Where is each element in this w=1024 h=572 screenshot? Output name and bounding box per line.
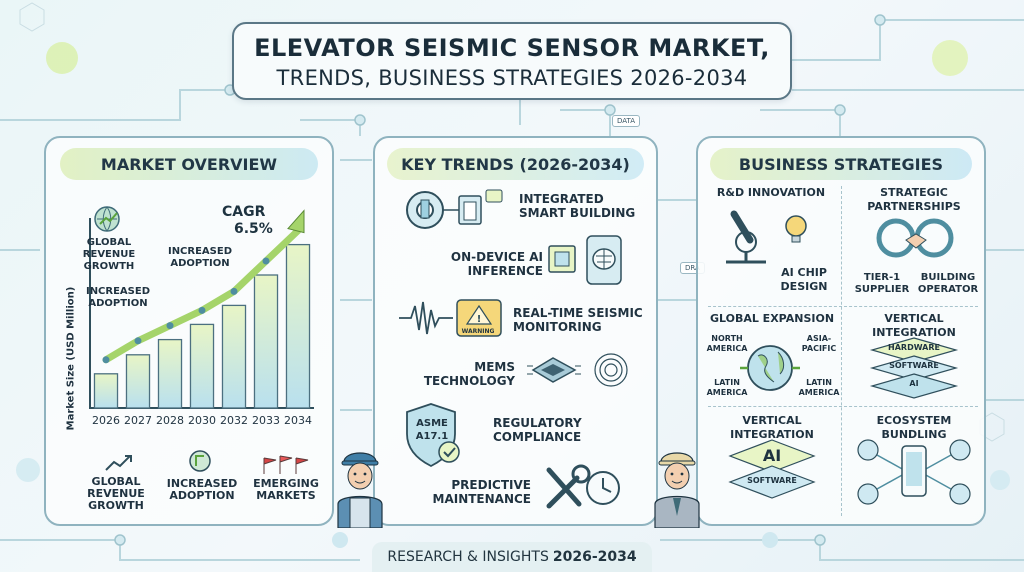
title-line-2: TRENDS, BUSINESS STRATEGIES 2026-2034 xyxy=(276,66,748,90)
tick-label-2033: 2033 xyxy=(252,414,280,427)
stack-software-label: SOFTWARE xyxy=(889,361,939,370)
worker-left-illustration xyxy=(337,452,383,528)
tick-label-2034: 2034 xyxy=(284,414,312,427)
warning-badge: WARNING xyxy=(461,328,495,335)
global-expansion-label: GLOBAL EXPANSION xyxy=(709,312,835,325)
mems-chip-fingerprint-icon xyxy=(527,353,628,387)
business-strategies-heading: BUSINESS STRATEGIES xyxy=(710,148,972,180)
tier1-supplier-label: TIER-1 SUPPLIER xyxy=(854,272,910,295)
footer: RESEARCH & INSIGHTS 2026-2034 xyxy=(372,542,652,572)
svg-text:!: ! xyxy=(477,314,482,325)
trend-smart-building: INTEGRATED SMART BUILDING xyxy=(519,192,636,220)
latin-america-label-1: LATIN AMERICA xyxy=(706,378,748,397)
bottom-label-emerging: EMERGING MARKETS xyxy=(253,477,319,502)
bar-2027 xyxy=(125,354,151,409)
trend-point-2027 xyxy=(134,337,142,345)
asme-badge-line-2: A17.1 xyxy=(415,431,449,442)
note-global-growth: GLOBAL REVENUE GROWTH xyxy=(82,237,136,272)
stack-ai-label: AI xyxy=(909,379,919,388)
trend-point-2032 xyxy=(230,287,238,295)
y-axis-label: Market Size (USD Million) xyxy=(65,286,77,431)
market-overview-heading: MARKET OVERVIEW xyxy=(60,148,318,180)
trend-point-2033 xyxy=(262,257,270,265)
bar-2034 xyxy=(285,243,311,409)
note-increased-adoption-left: INCREASED ADOPTION xyxy=(85,286,151,309)
chart-svg: 2026 2027 2028 2030 2032 2033 2034 xyxy=(89,209,314,427)
adoption-icon xyxy=(189,450,211,472)
bar-2030 xyxy=(189,323,215,409)
building-operator-label: BUILDING OPERATOR xyxy=(917,272,979,295)
layer-ai-label: AI xyxy=(762,446,782,465)
bottom-label-global: GLOBAL REVENUE GROWTH xyxy=(87,475,145,512)
seismic-wave-icon: ! xyxy=(399,299,502,337)
handshake-icon xyxy=(876,218,954,258)
business-strategies-panel: BUSINESS STRATEGIES R&D INNOVATION AI CH… xyxy=(696,136,986,526)
trend-ai-inference: ON-DEVICE AI INFERENCE xyxy=(450,250,543,278)
title-line-1: ELEVATOR SEISMIC SENSOR MARKET, xyxy=(254,34,770,62)
growth-trend-arrowhead xyxy=(287,209,305,234)
tick-label-2032: 2032 xyxy=(220,414,248,427)
bar-2033 xyxy=(253,274,279,409)
bar-2026 xyxy=(93,373,119,409)
globe-growth-icon xyxy=(94,206,120,232)
cagr-label: CAGR xyxy=(222,204,266,220)
trend-regulatory: REGULATORY COMPLIANCE xyxy=(493,416,582,444)
microscope-bulb-icon xyxy=(726,210,807,264)
vertical-integration-label-1: VERTICAL INTEGRATION xyxy=(872,312,956,339)
bar-2032 xyxy=(221,304,247,409)
asia-pacific-label: ASIA-PACIFIC xyxy=(801,334,837,353)
key-trends-heading: KEY TRENDS (2026-2034) xyxy=(387,148,644,180)
stack-layers-icon xyxy=(869,337,959,399)
growth-arrow-icon xyxy=(105,455,132,471)
trend-point-2030 xyxy=(198,306,206,314)
trend-predictive: PREDICTIVE MAINTENANCE xyxy=(432,478,532,506)
trend-point-2026 xyxy=(102,356,110,364)
rd-innovation-label: R&D INNOVATION xyxy=(716,186,826,199)
title-box: ELEVATOR SEISMIC SENSOR MARKET, TRENDS, … xyxy=(232,22,792,100)
latin-america-label-2: LATIN AMERICA xyxy=(798,378,840,397)
vertical-integration-label-2: VERTICAL INTEGRATION xyxy=(730,414,814,441)
world-globe-icon xyxy=(740,345,800,391)
footer-prefix: RESEARCH & INSIGHTS xyxy=(387,549,549,565)
tick-label-2027: 2027 xyxy=(124,414,152,427)
bar-2028 xyxy=(157,338,183,409)
partnerships-label: STRATEGIC PARTNERSHIPS xyxy=(867,186,961,213)
ecosystem-bundling-label: ECOSYSTEM BUNDLING xyxy=(876,414,952,441)
asme-shield-icon xyxy=(406,403,460,468)
tick-label-2030: 2030 xyxy=(188,414,216,427)
smart-building-icon xyxy=(406,189,503,229)
tick-label-2026: 2026 xyxy=(92,414,120,427)
worker-right-illustration xyxy=(654,452,700,528)
trend-seismic: REAL-TIME SEISMIC MONITORING xyxy=(513,306,643,334)
trend-mems: MEMS TECHNOLOGY xyxy=(423,360,515,388)
flags-icon xyxy=(263,455,309,474)
data-tag: DATA xyxy=(612,115,641,127)
stack-hardware-label: HARDWARE xyxy=(888,343,940,352)
key-trends-panel: KEY TRENDS (2026-2034) INTEGRATED SMART … xyxy=(373,136,658,526)
note-increased-adoption-mid: INCREASED ADOPTION xyxy=(167,246,233,269)
layer-software-label: SOFTWARE xyxy=(747,476,797,485)
ai-chip-brain-icon xyxy=(548,235,622,285)
north-america-label: NORTH AMERICA xyxy=(706,334,748,353)
market-overview-panel: MARKET OVERVIEW Market Size (USD Million… xyxy=(44,136,334,526)
bottom-label-adoption: INCREASED ADOPTION xyxy=(166,477,238,502)
ai-software-layers-icon xyxy=(728,439,816,499)
bar-chart: 2026 2027 2028 2030 2032 2033 2034 xyxy=(82,208,322,432)
asme-badge-line-1: ASME xyxy=(416,418,448,429)
footer-years: 2026-2034 xyxy=(552,549,637,565)
tick-label-2028: 2028 xyxy=(156,414,184,427)
wrench-clock-icon xyxy=(546,464,620,509)
ecosystem-devices-icon xyxy=(857,439,971,505)
ai-chip-design-label: AI CHIP DESIGN xyxy=(780,266,828,293)
trend-point-2028 xyxy=(166,322,174,330)
cagr-value: 6.5% xyxy=(234,221,273,237)
